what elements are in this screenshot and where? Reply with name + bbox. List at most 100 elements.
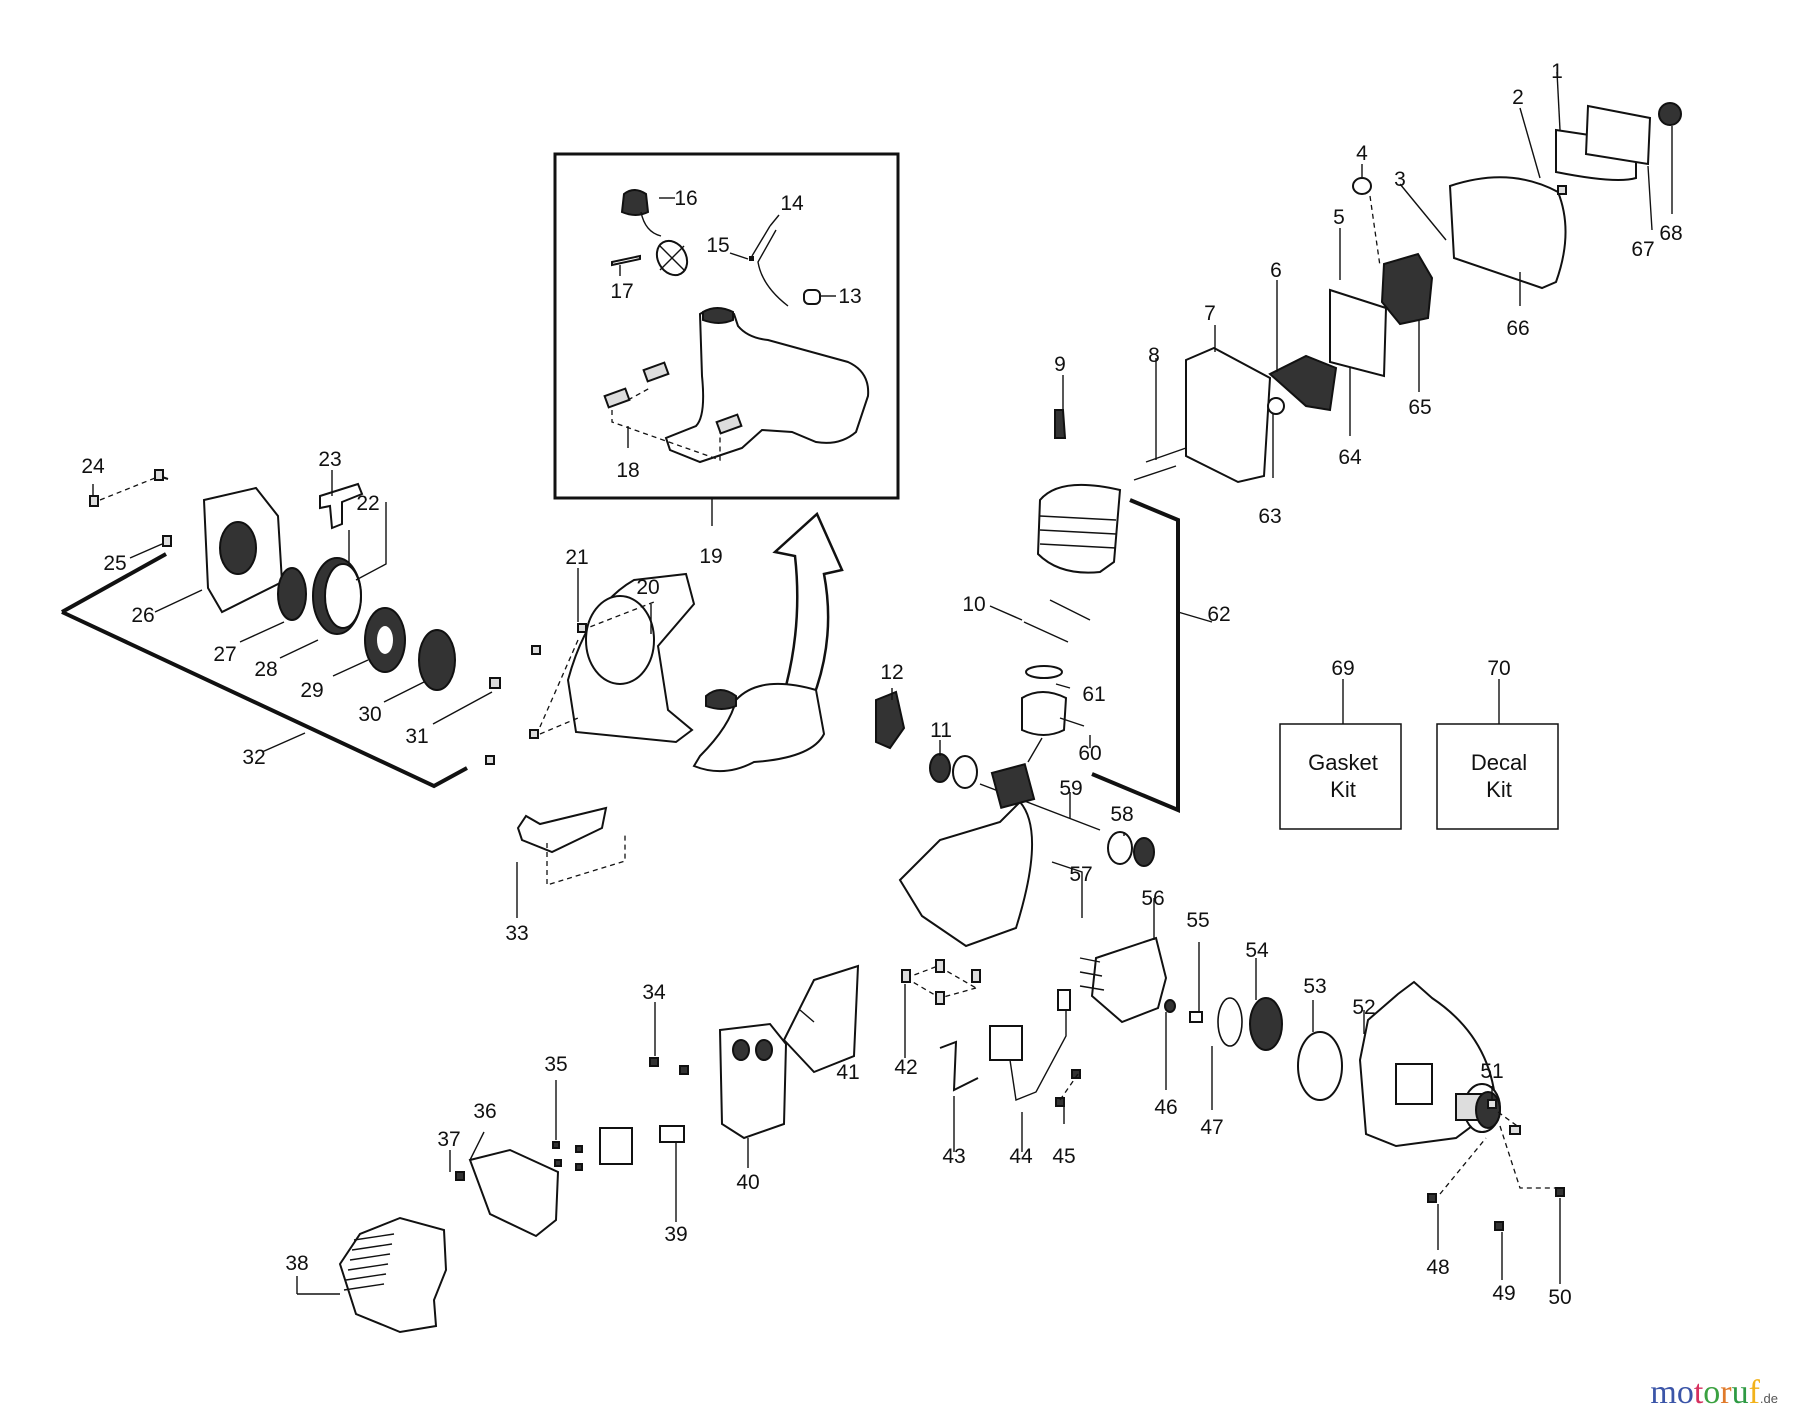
part-label: 8 xyxy=(1148,344,1160,367)
part-label: 4 xyxy=(1356,142,1368,165)
part-label: 50 xyxy=(1548,1286,1571,1309)
flywheel-part xyxy=(1090,936,1168,1024)
cylinder-part xyxy=(1036,483,1122,574)
gasket-kit-box: 69 Gasket Kit xyxy=(1279,657,1402,830)
part-label: 59 xyxy=(1059,777,1082,800)
fuel-cap-part xyxy=(620,189,650,216)
starter-group xyxy=(61,469,501,789)
part-label: 58 xyxy=(1110,803,1133,826)
part-label: 27 xyxy=(213,643,236,666)
part-label: 7 xyxy=(1204,302,1216,325)
brand-letter: f xyxy=(1748,1374,1760,1411)
part-label: 67 xyxy=(1631,238,1654,261)
engine-group xyxy=(875,71,1682,948)
part-label: 32 xyxy=(242,746,265,769)
part-label: 52 xyxy=(1352,996,1375,1019)
part-label: 12 xyxy=(880,661,903,684)
part-label: 34 xyxy=(642,981,666,1004)
part-labels: 1 2 3 4 5 6 7 8 9 10 11 12 13 14 15 16 1… xyxy=(81,60,1682,1309)
part-label: 35 xyxy=(544,1053,567,1076)
muffler-cover-part xyxy=(468,1148,560,1238)
decal-kit-box: 70 Decal Kit xyxy=(1436,657,1559,830)
clutch-drum-part xyxy=(1297,1031,1343,1101)
brand-letter: o xyxy=(1703,1374,1721,1411)
ignition-coil-part xyxy=(989,1025,1023,1061)
part-label: 48 xyxy=(1426,1256,1449,1279)
part-label: 20 xyxy=(636,576,659,599)
part-label: 33 xyxy=(505,922,528,945)
bracket-part xyxy=(516,806,608,854)
part-label: 31 xyxy=(405,725,428,748)
crankcase-part xyxy=(898,800,1033,948)
fuel-filter-13-part xyxy=(803,289,821,305)
part-label: 18 xyxy=(616,459,639,482)
part-label: 2 xyxy=(1512,86,1524,109)
part-label: 56 xyxy=(1141,887,1164,910)
brand-watermark: motoruf.de xyxy=(1650,1374,1778,1412)
part-label: 15 xyxy=(706,234,729,257)
gasket-kit-line1: Gasket xyxy=(1308,750,1378,775)
part-label: 38 xyxy=(285,1252,308,1275)
brand-tld: .de xyxy=(1759,1391,1778,1406)
air-filter-part xyxy=(1185,346,1272,484)
part-label: 24 xyxy=(81,455,105,478)
shroud-group xyxy=(296,964,860,1334)
part-label: 44 xyxy=(1009,1145,1033,1168)
brand-letter: u xyxy=(1731,1374,1749,1411)
brand-letter: m xyxy=(1650,1374,1677,1411)
muffler-plate-part xyxy=(599,1127,633,1165)
part-label: 49 xyxy=(1492,1282,1515,1305)
part-label: 41 xyxy=(836,1061,859,1084)
gasket-kit-line2: Kit xyxy=(1330,777,1356,802)
part-label: 51 xyxy=(1480,1060,1503,1083)
part-label: 14 xyxy=(780,192,804,215)
gasket-5-part xyxy=(1329,288,1388,378)
part-label: 19 xyxy=(699,545,722,568)
part-label: 17 xyxy=(610,280,633,303)
part-label: 29 xyxy=(300,679,323,702)
part-label: 9 xyxy=(1054,353,1066,376)
part-label: 63 xyxy=(1258,505,1281,528)
fan-housing-group xyxy=(485,568,826,918)
decal-kit-line2: Kit xyxy=(1486,777,1512,802)
part-label: 10 xyxy=(962,593,985,616)
part-label: 36 xyxy=(473,1100,496,1123)
part-label: 57 xyxy=(1069,863,1092,886)
part-label: 40 xyxy=(736,1171,759,1194)
kit-number-69: 69 xyxy=(1331,657,1354,680)
part-label: 55 xyxy=(1186,909,1209,932)
fuel-tank-inset xyxy=(553,152,900,526)
part-label: 39 xyxy=(664,1223,687,1246)
part-label: 28 xyxy=(254,658,277,681)
shroud-part xyxy=(338,1216,448,1334)
gasket-part xyxy=(611,254,641,267)
part-label: 60 xyxy=(1078,742,1101,765)
part-label: 1 xyxy=(1551,60,1563,83)
part-label: 30 xyxy=(358,703,381,726)
arrow-icon xyxy=(769,511,844,740)
part-label: 68 xyxy=(1659,222,1682,245)
part-label: 23 xyxy=(318,448,341,471)
cover-67-part xyxy=(1584,104,1652,166)
ignition-group xyxy=(901,898,1343,1152)
brand-letter: r xyxy=(1720,1374,1732,1411)
piston-part xyxy=(1021,691,1068,736)
part-label: 5 xyxy=(1333,206,1345,229)
part-label: 26 xyxy=(131,604,154,627)
fuel-tank-part xyxy=(664,308,870,464)
part-label: 25 xyxy=(103,552,126,575)
carburetor-part xyxy=(1380,252,1434,326)
part-label: 42 xyxy=(894,1056,917,1079)
label-39-part xyxy=(659,1125,685,1143)
part-label: 61 xyxy=(1082,683,1105,706)
part-label: 11 xyxy=(930,719,952,742)
starter-handle-part xyxy=(319,482,364,530)
part-label: 65 xyxy=(1408,396,1431,419)
air-filter-cover-part xyxy=(1448,176,1567,290)
part-label: 21 xyxy=(565,546,588,569)
part-label: 3 xyxy=(1394,168,1406,191)
fuel-tank-installed-part xyxy=(692,682,826,773)
part-label: 16 xyxy=(674,187,697,210)
brand-letter: o xyxy=(1676,1374,1694,1411)
